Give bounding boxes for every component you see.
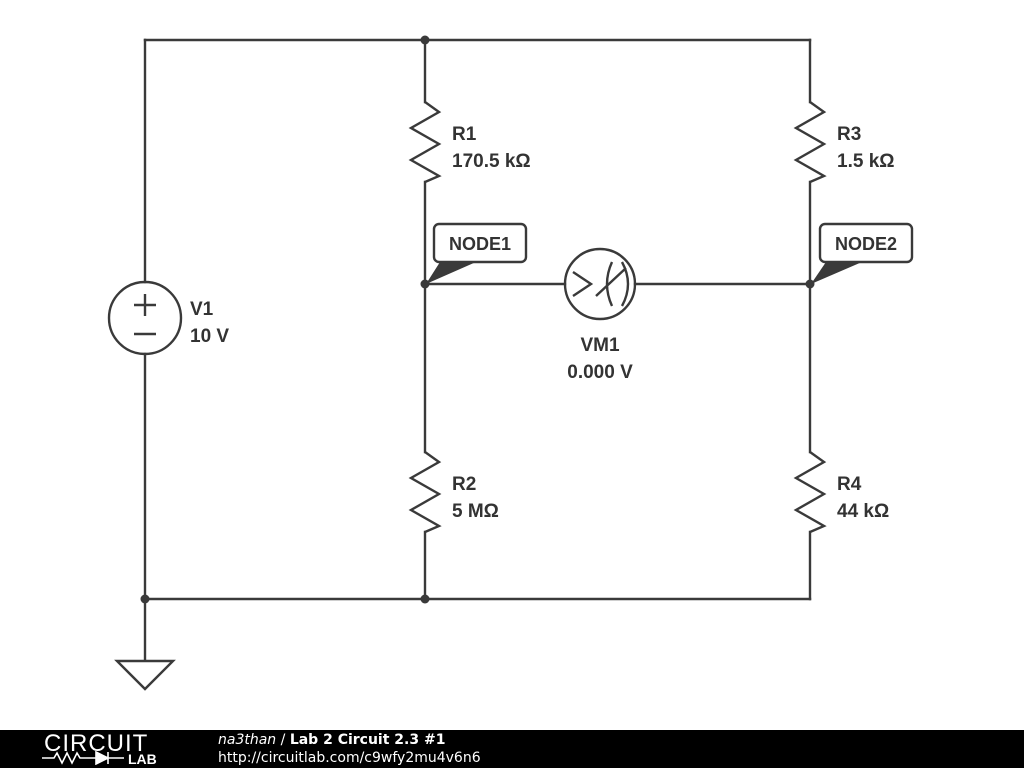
vm1-value-label: 0.000 V xyxy=(567,362,633,383)
v1-value-label: 10 V xyxy=(190,326,229,347)
r2-value-label: 5 MΩ xyxy=(452,501,499,522)
junction-dot xyxy=(420,279,430,289)
node-tag-node2[interactable]: NODE2 xyxy=(811,222,914,284)
circuit-title[interactable]: Lab 2 Circuit 2.3 #1 xyxy=(289,732,446,748)
footer-separator: / xyxy=(276,732,290,748)
r2-name-label: R2 xyxy=(452,474,476,495)
resistor-zigzag xyxy=(408,451,442,534)
footer-bar: CIRCUIT LAB na3than / Lab 2 Circuit 2.3 … xyxy=(0,730,1024,768)
resistor-zigzag xyxy=(408,101,442,184)
r3-value-label: 1.5 kΩ xyxy=(837,151,895,172)
vm1-name-label: VM1 xyxy=(580,335,620,356)
node-pointer xyxy=(811,262,862,284)
resistor-r3[interactable]: R3 1.5 kΩ xyxy=(793,101,895,184)
circuitlab-logo[interactable]: CIRCUIT LAB xyxy=(40,732,180,766)
r3-name-label: R3 xyxy=(837,124,861,145)
circuit-schematic: V1 10 V R1 170.5 kΩ R2 5 MΩ R3 1.5 kΩ R4… xyxy=(107,35,914,691)
r1-name-label: R1 xyxy=(452,124,477,145)
r1-value-label: 170.5 kΩ xyxy=(452,151,531,172)
plus-sign xyxy=(134,294,156,316)
r4-name-label: R4 xyxy=(837,474,862,495)
voltmeter-arrow-icon xyxy=(572,271,594,297)
junction-dot xyxy=(420,594,430,604)
resistor-r2[interactable]: R2 5 MΩ xyxy=(408,451,499,534)
circuit-url[interactable]: http://circuitlab.com/c9wfy2mu4v6n6 xyxy=(218,750,481,766)
junction-dot xyxy=(805,279,815,289)
node-pointer xyxy=(426,262,476,284)
voltmeter-vm1[interactable]: VM1 0.000 V xyxy=(563,247,637,383)
ground-symbol xyxy=(114,659,176,691)
junction-dot xyxy=(140,594,150,604)
voltage-source-v1[interactable]: V1 10 V xyxy=(107,280,229,356)
node-tag-box xyxy=(818,222,914,264)
v1-name-label: V1 xyxy=(190,299,214,320)
logo-text-lab: LAB xyxy=(128,751,157,767)
footer-credit: na3than / Lab 2 Circuit 2.3 #1 xyxy=(218,732,445,748)
node2-label: NODE2 xyxy=(835,234,897,254)
wires xyxy=(143,38,812,662)
voltmeter-body xyxy=(563,247,637,321)
junctions xyxy=(140,35,815,604)
junction-dot xyxy=(420,35,430,45)
r4-value-label: 44 kΩ xyxy=(837,501,889,522)
logo-resistor-diode-icon xyxy=(42,751,124,765)
resistor-r1[interactable]: R1 170.5 kΩ xyxy=(408,101,531,184)
ground-icon xyxy=(114,659,176,691)
voltmeter-dial-icon xyxy=(595,261,630,307)
voltage-source-body xyxy=(107,280,183,356)
node-tag-node1[interactable]: NODE1 xyxy=(426,222,528,284)
node-tag-box xyxy=(432,222,528,264)
author-link[interactable]: na3than xyxy=(218,732,277,748)
resistor-zigzag xyxy=(793,451,827,534)
node1-label: NODE1 xyxy=(449,234,511,254)
resistor-r4[interactable]: R4 44 kΩ xyxy=(793,451,889,534)
resistor-zigzag xyxy=(793,101,827,184)
